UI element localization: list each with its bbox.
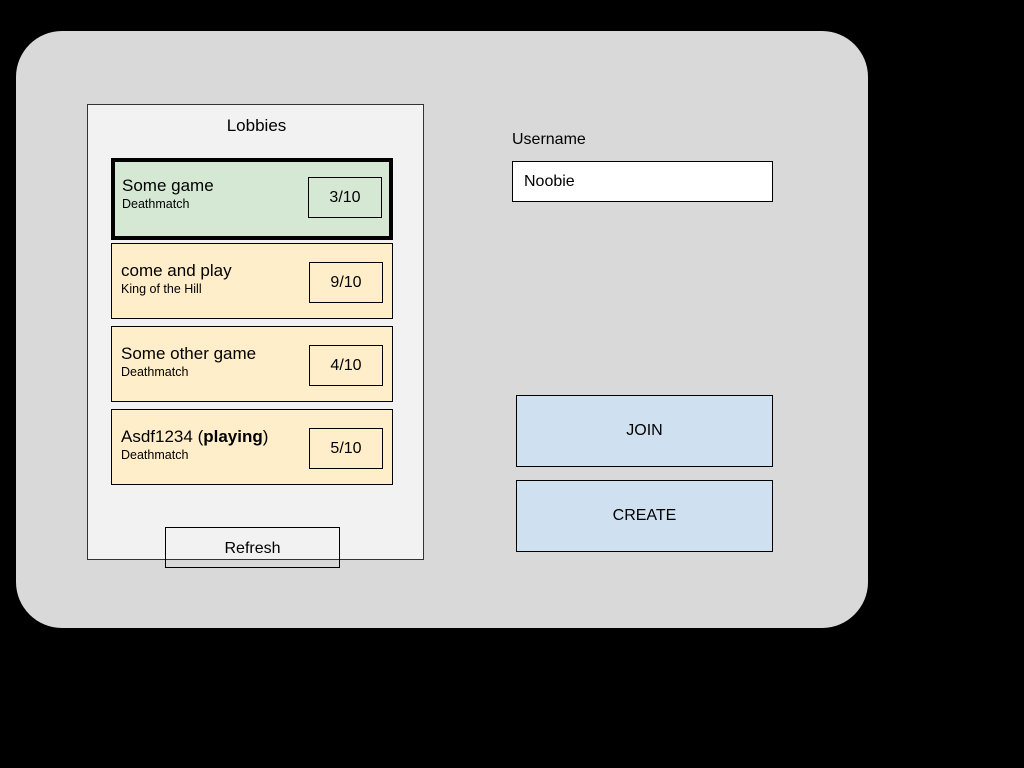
lobby-item-mode: Deathmatch [121, 365, 189, 379]
lobby-item-mode: King of the Hill [121, 282, 202, 296]
lobby-item-player-count: 9/10 [309, 262, 383, 303]
lobbies-panel-title: Lobbies [226, 116, 287, 135]
lobby-item-name-text: Asdf1234 [121, 427, 193, 446]
lobby-list-item[interactable]: Asdf1234 (playing) Deathmatch 5/10 [111, 409, 393, 485]
lobby-item-player-count: 5/10 [309, 428, 383, 469]
lobby-item-name: Some game [122, 176, 214, 195]
lobby-item-name: Some other game [121, 344, 257, 363]
lobby-item-player-count: 3/10 [308, 177, 382, 218]
create-button[interactable]: CREATE [516, 480, 773, 552]
lobby-item-mode: Deathmatch [122, 197, 190, 211]
username-input[interactable] [512, 161, 773, 202]
username-label: Username [512, 131, 586, 148]
lobby-item-player-count: 4/10 [309, 345, 383, 386]
lobby-item-name: Asdf1234 (playing) [121, 427, 269, 446]
lobby-item-playing-badge: playing [203, 427, 263, 446]
join-button[interactable]: JOIN [516, 395, 773, 467]
lobby-item-text: Asdf1234 (playing) Deathmatch [121, 427, 268, 463]
lobby-item-mode: Deathmatch [121, 448, 189, 462]
lobby-item-name: come and play [121, 261, 232, 280]
refresh-button[interactable]: Refresh [165, 527, 340, 568]
